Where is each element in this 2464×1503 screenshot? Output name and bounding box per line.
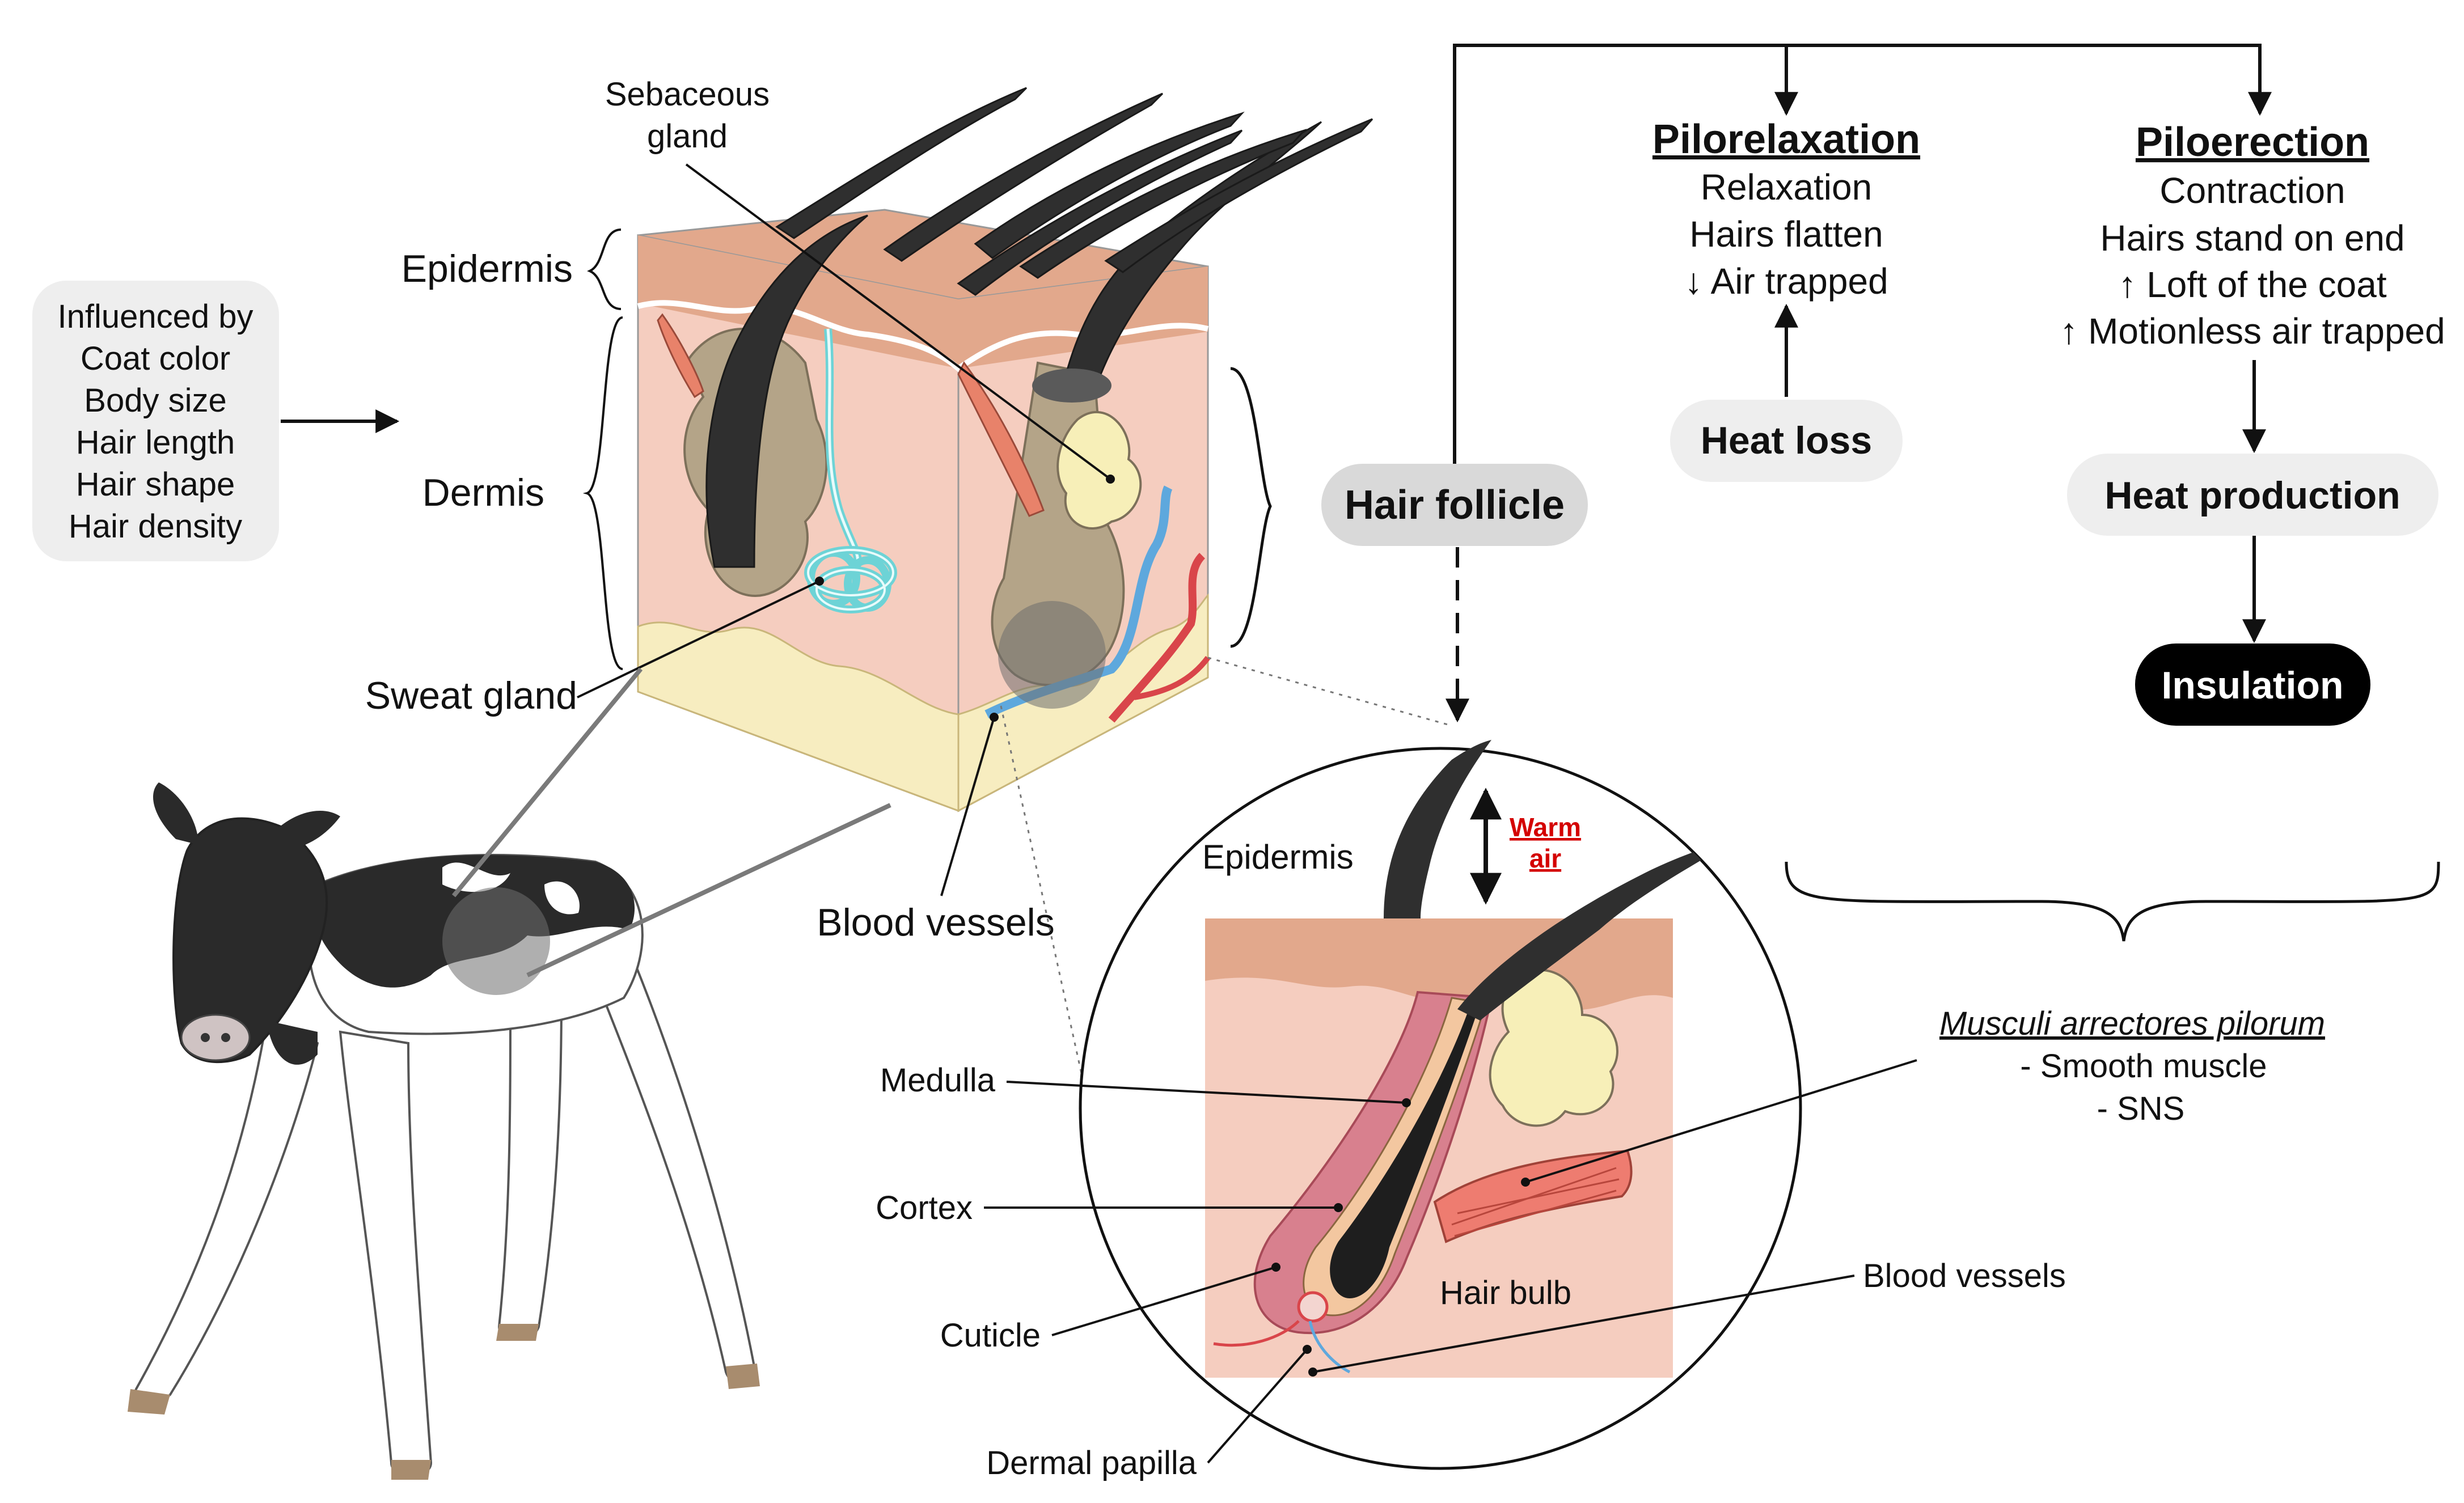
blood-vessels-leader (940, 717, 995, 896)
hair-bulb-label: Hair bulb (1440, 1275, 1571, 1311)
heat-loss-node (1670, 400, 1903, 482)
muscle-brace (1785, 861, 2440, 942)
dermal-papilla-label: Dermal papilla (986, 1445, 1197, 1481)
influence-line: Coat color (81, 340, 230, 377)
follicle-detail (1079, 740, 1802, 1470)
muscle-note-line: - SNS (2097, 1090, 2185, 1127)
influence-line: Hair density (69, 508, 242, 545)
influence-line: Hair length (76, 424, 235, 461)
piloerection-line: ↑ Loft of the coat (2118, 264, 2386, 305)
sweat-gland-leader (577, 580, 820, 698)
heat-production-label: Heat production (2104, 474, 2400, 517)
sweat-gland-label: Sweat gland (365, 674, 577, 717)
piloerection-line: ↑ Motionless air trapped (2060, 311, 2445, 352)
influence-box: Influenced by Coat color Body size Hair … (32, 281, 279, 561)
zoom-line (526, 803, 891, 977)
pilorelaxation-title: Pilorelaxation (1652, 117, 1920, 162)
piloerection-line: Contraction (2159, 170, 2345, 211)
cortex-label: Cortex (876, 1189, 973, 1226)
epidermis-brace (587, 228, 622, 310)
detail-zoom-line (1000, 705, 1087, 1095)
muscle-note-title: Musculi arrectores pilorum (1939, 1005, 2325, 1042)
muscle-note-line: - Smooth muscle (2020, 1048, 2267, 1085)
piloerection-line: Hairs stand on end (2100, 218, 2404, 259)
cuticle-label: Cuticle (940, 1317, 1041, 1354)
pilorelaxation-block: Pilorelaxation Relaxation Hairs flatten … (1652, 117, 1920, 302)
insulation-node (2135, 643, 2370, 726)
heat-production-node (2067, 454, 2438, 536)
piloerection-block: Piloerection Contraction Hairs stand on … (2060, 120, 2445, 352)
hair-follicle-node (1321, 464, 1588, 546)
detail-epidermis-label: Epidermis (1202, 838, 1354, 876)
influence-line: Body size (84, 382, 226, 419)
insulation-label: Insulation (2161, 664, 2343, 707)
cuticle-leader (1051, 1266, 1277, 1336)
muscle-leader (1525, 1059, 1917, 1183)
blood-vessels-label: Blood vessels (817, 901, 1055, 944)
pilorelaxation-line: Relaxation (1701, 167, 1872, 208)
influence-line: Hair shape (76, 466, 235, 503)
medulla-label: Medulla (880, 1062, 996, 1099)
medulla-leader (1006, 1081, 1407, 1104)
sebaceous-label: Sebaceous (605, 76, 770, 113)
dermal-papilla-leader (1207, 1348, 1308, 1464)
follicle-brace (1230, 367, 1272, 648)
epidermis-label: Epidermis (401, 247, 573, 290)
zoom-line (451, 667, 643, 897)
calf-illustration (128, 782, 760, 1480)
hair-follicle-label: Hair follicle (1345, 482, 1565, 528)
flow-line-to-piloerection (1453, 44, 2272, 471)
detail-blood-vessels-label: Blood vessels (1863, 1258, 2066, 1294)
sebaceous-label: gland (647, 118, 728, 155)
influence-line: Influenced by (57, 298, 253, 335)
dermis-brace (582, 316, 623, 670)
detail-blood-vessels-leader (1312, 1275, 1855, 1373)
piloerection-title: Piloerection (2136, 120, 2369, 165)
pilorelaxation-line: Hairs flatten (1689, 214, 1883, 255)
dermis-label: Dermis (422, 471, 544, 514)
pilorelaxation-line: ↓ Air trapped (1684, 261, 1888, 302)
skin-block (637, 87, 1373, 812)
heat-loss-label: Heat loss (1701, 419, 1872, 462)
sebaceous-leader (685, 163, 1111, 480)
warm-air-label: Warm (1510, 812, 1581, 842)
warm-air-label: air (1529, 844, 1561, 873)
detail-zoom-line (1207, 657, 1452, 727)
